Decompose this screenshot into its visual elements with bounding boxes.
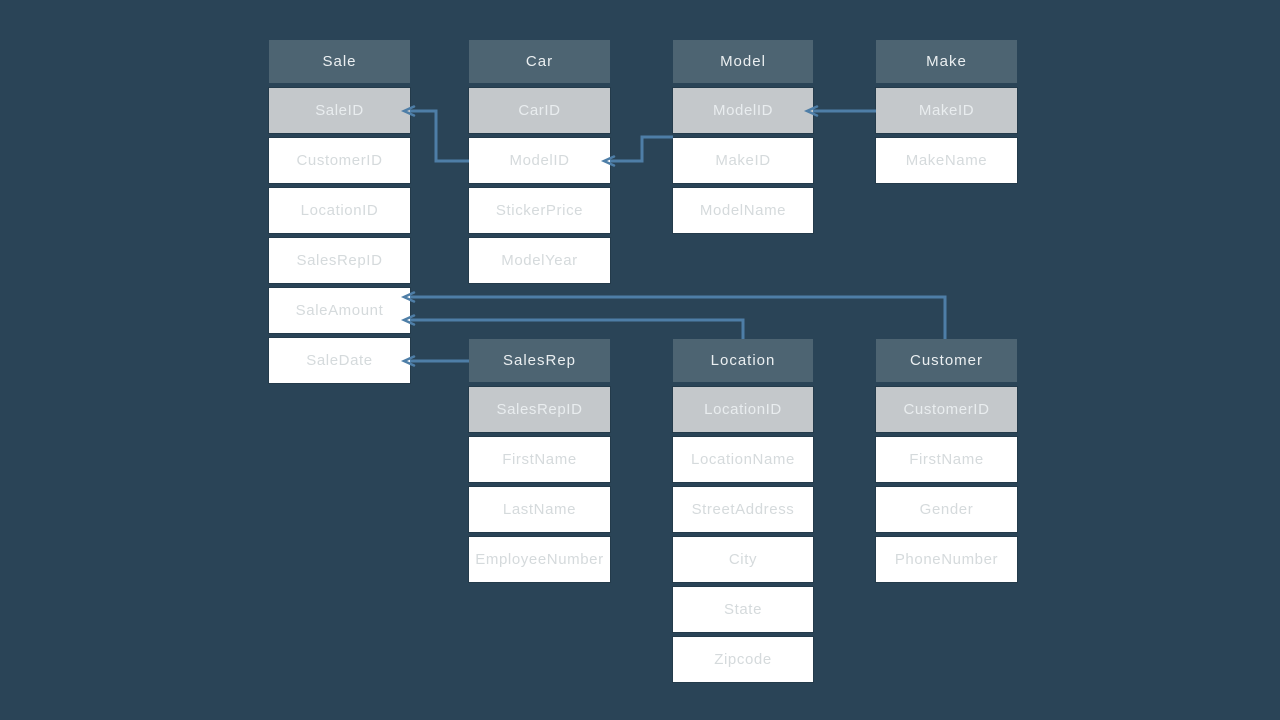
connector-sale--customer xyxy=(410,295,947,339)
key-field-row: MakeID xyxy=(876,88,1017,133)
table-title: SalesRep xyxy=(469,339,610,382)
field-row: City xyxy=(673,537,813,582)
connector-car-modelid--model-modelid xyxy=(610,135,673,163)
field-row: Gender xyxy=(876,487,1017,532)
field-row: SalesRepID xyxy=(269,238,410,283)
table-title: Sale xyxy=(269,40,410,83)
field-row: EmployeeNumber xyxy=(469,537,610,582)
field-row: LocationID xyxy=(269,188,410,233)
field-row: PhoneNumber xyxy=(876,537,1017,582)
field-row: FirstName xyxy=(469,437,610,482)
key-field-row: SalesRepID xyxy=(469,387,610,432)
field-row: SaleAmount xyxy=(269,288,410,333)
field-row: FirstName xyxy=(876,437,1017,482)
field-row: ModelID xyxy=(469,138,610,183)
key-field-row: CarID xyxy=(469,88,610,133)
table-title: Car xyxy=(469,40,610,83)
field-row: StickerPrice xyxy=(469,188,610,233)
field-row: CustomerID xyxy=(269,138,410,183)
table-title: Location xyxy=(673,339,813,382)
key-field-row: SaleID xyxy=(269,88,410,133)
field-row: LastName xyxy=(469,487,610,532)
field-row: MakeName xyxy=(876,138,1017,183)
field-row: ModelName xyxy=(673,188,813,233)
field-row: LocationName xyxy=(673,437,813,482)
connector-sale--location xyxy=(410,318,745,339)
table-title: Model xyxy=(673,40,813,83)
field-row: SaleDate xyxy=(269,338,410,383)
field-row: Zipcode xyxy=(673,637,813,682)
field-row: StreetAddress xyxy=(673,487,813,532)
field-row: ModelYear xyxy=(469,238,610,283)
connector-sale-saleid--car-modelid xyxy=(410,109,469,163)
field-row: MakeID xyxy=(673,138,813,183)
field-row: State xyxy=(673,587,813,632)
key-field-row: CustomerID xyxy=(876,387,1017,432)
table-title: Customer xyxy=(876,339,1017,382)
key-field-row: ModelID xyxy=(673,88,813,133)
key-field-row: LocationID xyxy=(673,387,813,432)
table-title: Make xyxy=(876,40,1017,83)
